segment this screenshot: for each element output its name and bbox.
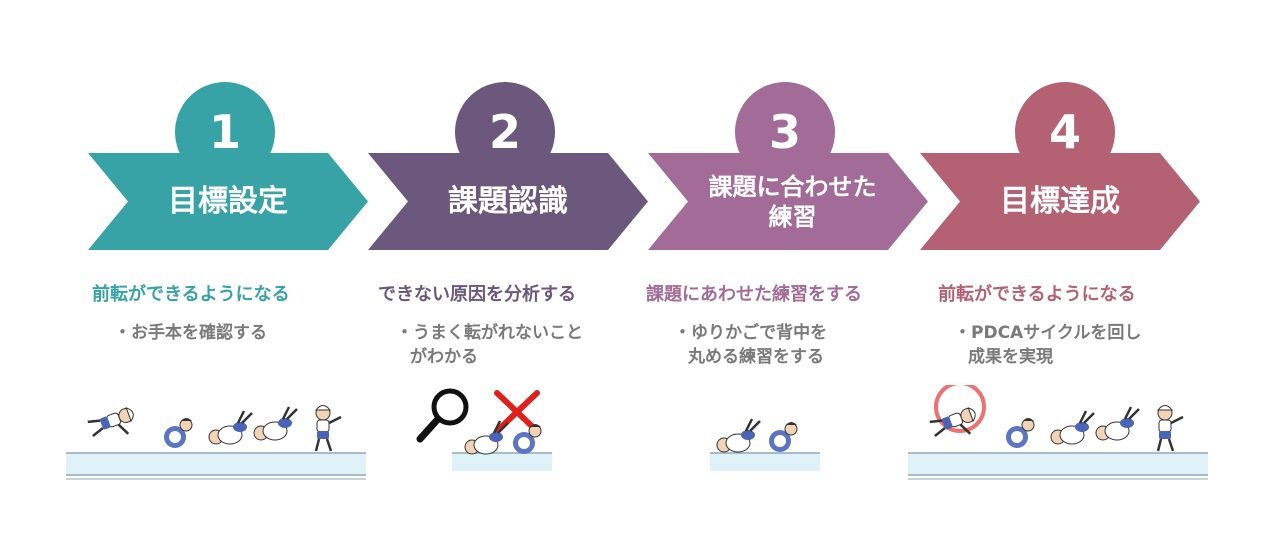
- step-4: 4 目標達成 前転ができるようになる ・PDCAサイクルを回し 成果を実現: [0, 0, 1209, 550]
- step-title: 課題認識: [408, 153, 608, 250]
- step-chevron: [648, 153, 928, 250]
- step-subtitle: 前転ができるようになる: [92, 284, 290, 305]
- magnifier-and-cross-illustration: [416, 388, 552, 471]
- step-subtitle: 前転ができるようになる: [938, 284, 1136, 305]
- step-chevron: [368, 153, 648, 250]
- step-chevron: [920, 153, 1200, 250]
- step-bullet-line: ・うまく転がれないこと: [396, 323, 583, 343]
- step-bullet: ・お手本を確認する: [114, 322, 267, 346]
- step-bullet-line: ・PDCAサイクルを回し: [954, 323, 1142, 343]
- magnifier-icon: [416, 388, 469, 443]
- step-title: 課題に合わせた 練習: [680, 153, 905, 250]
- step-bullet: ・うまく転がれないこと がわかる: [396, 322, 583, 370]
- cradle-rocking-illustration: [710, 417, 820, 471]
- step-title: 目標設定: [128, 153, 328, 250]
- step-bullet: ・ゆりかごで背中を 丸める練習をする: [674, 322, 827, 370]
- step-title: 目標達成: [960, 153, 1160, 250]
- step-bullet-line: 成果を実現: [968, 346, 1053, 367]
- step-bullet-line: ・お手本を確認する: [114, 323, 267, 343]
- step-1: 1 目標設定 前転ができるようになる ・お手本を確認する: [0, 0, 368, 550]
- step-title-line: 課題に合わせた: [708, 172, 877, 201]
- cross-icon: [494, 390, 540, 434]
- step-title-line: 目標設定: [168, 183, 288, 219]
- step-bullet: ・PDCAサイクルを回し 成果を実現: [954, 322, 1141, 370]
- success-circle-icon: [934, 385, 986, 433]
- step-bullet-line: 丸める練習をする: [688, 346, 824, 367]
- step-subtitle: できない原因を分析する: [378, 284, 576, 305]
- step-bullet-line: ・ゆりかごで背中を: [674, 323, 828, 343]
- step-title-line: 練習: [768, 202, 817, 231]
- forward-roll-success-illustration: [908, 385, 1209, 480]
- step-title-line: 目標達成: [1000, 183, 1120, 219]
- step-chevron: [88, 153, 368, 250]
- step-3: 3 課題に合わせた 練習 課題にあわせた練習をする ・ゆりかごで背中を 丸める練…: [0, 0, 928, 550]
- step-bullet-line: がわかる: [410, 346, 478, 367]
- step-subtitle: 課題にあわせた練習をする: [646, 284, 862, 305]
- step-title-line: 課題認識: [448, 183, 568, 219]
- step-2: 2 課題認識 できない原因を分析する ・うまく転がれないこと がわかる: [0, 0, 648, 550]
